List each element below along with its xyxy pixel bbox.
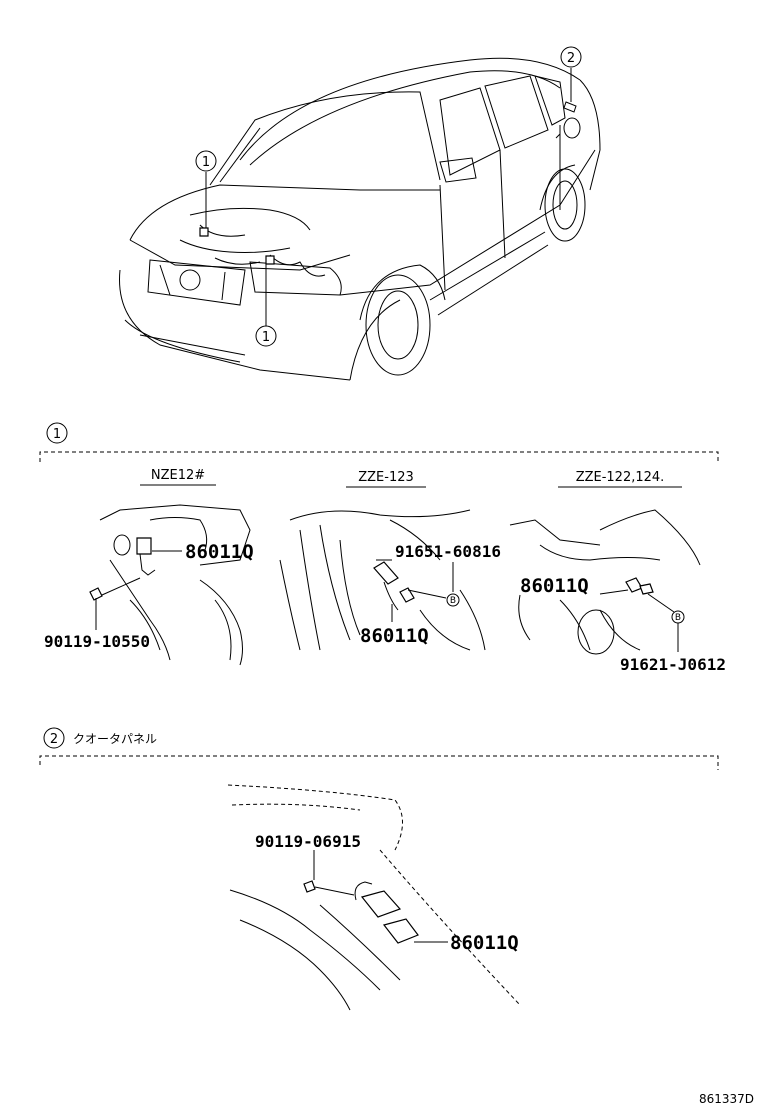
part-91621-j0612[interactable]: 91621-J0612: [620, 655, 726, 674]
part-86011q-zze122[interactable]: 86011Q: [520, 575, 589, 597]
section-2-header: 2 クオータパネル: [39, 727, 719, 770]
section-2-number: 2: [50, 732, 58, 747]
part-91651-60816[interactable]: 91651-60816: [395, 542, 501, 561]
callout-2[interactable]: 2: [560, 46, 582, 102]
part-90119-10550[interactable]: 90119-10550: [44, 632, 150, 651]
callout-1-lower[interactable]: 1: [255, 262, 277, 347]
marker-b-zze122: B: [671, 610, 685, 624]
car-illustration: [119, 57, 601, 381]
variant-nze12-label: NZE12#: [151, 468, 205, 483]
part-90119-06915[interactable]: 90119-06915: [255, 832, 361, 851]
panel-nze12-drawing: [89, 504, 251, 666]
quarter-panel-drawing: [227, 784, 521, 1011]
part-86011q-zze123[interactable]: 86011Q: [360, 625, 429, 647]
variant-zze123-label: ZZE-123: [358, 470, 414, 485]
callout-1-upper-label: 1: [202, 155, 210, 170]
section-1-header: 1: [39, 422, 719, 462]
section-2-title: クオータパネル: [73, 732, 157, 746]
svg-text:B: B: [450, 596, 456, 606]
callout-1-lower-label: 1: [262, 330, 270, 345]
part-86011q-quarter-panel[interactable]: 86011Q: [450, 932, 519, 954]
panel-zze123-drawing: [279, 509, 486, 651]
callout-2-label: 2: [567, 51, 575, 66]
diagram-code: 861337D: [699, 1092, 754, 1106]
marker-b-zze123: B: [446, 593, 460, 607]
part-86011q-nze12[interactable]: 86011Q: [185, 541, 254, 563]
variant-zze122-label: ZZE-122,124.: [576, 470, 665, 485]
callout-1-upper[interactable]: 1: [195, 150, 217, 228]
panel-zze122-drawing: [509, 509, 701, 655]
svg-text:B: B: [675, 613, 681, 623]
section-1-number: 1: [53, 427, 61, 442]
